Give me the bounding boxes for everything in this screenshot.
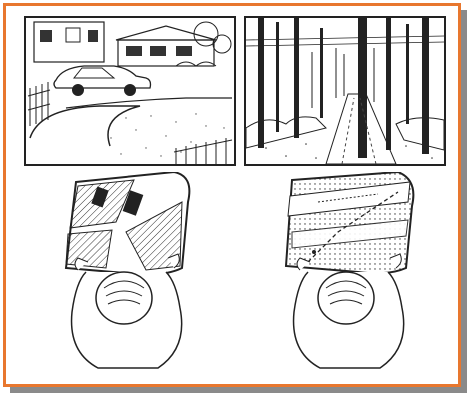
person-holding-topographic-map-icon [278,172,428,372]
street-scene-panel [24,16,236,166]
street-house-car-scene-icon [26,18,234,164]
street-map-holder-figure [56,172,206,372]
drop-shadow-bottom [10,387,467,393]
figure-frame [3,3,461,387]
drop-shadow-right [461,10,467,393]
forest-scene-panel [244,16,446,166]
topo-map-holder-figure [278,172,428,372]
forest-road-scene-icon [246,18,444,164]
person-holding-street-map-icon [56,172,206,372]
